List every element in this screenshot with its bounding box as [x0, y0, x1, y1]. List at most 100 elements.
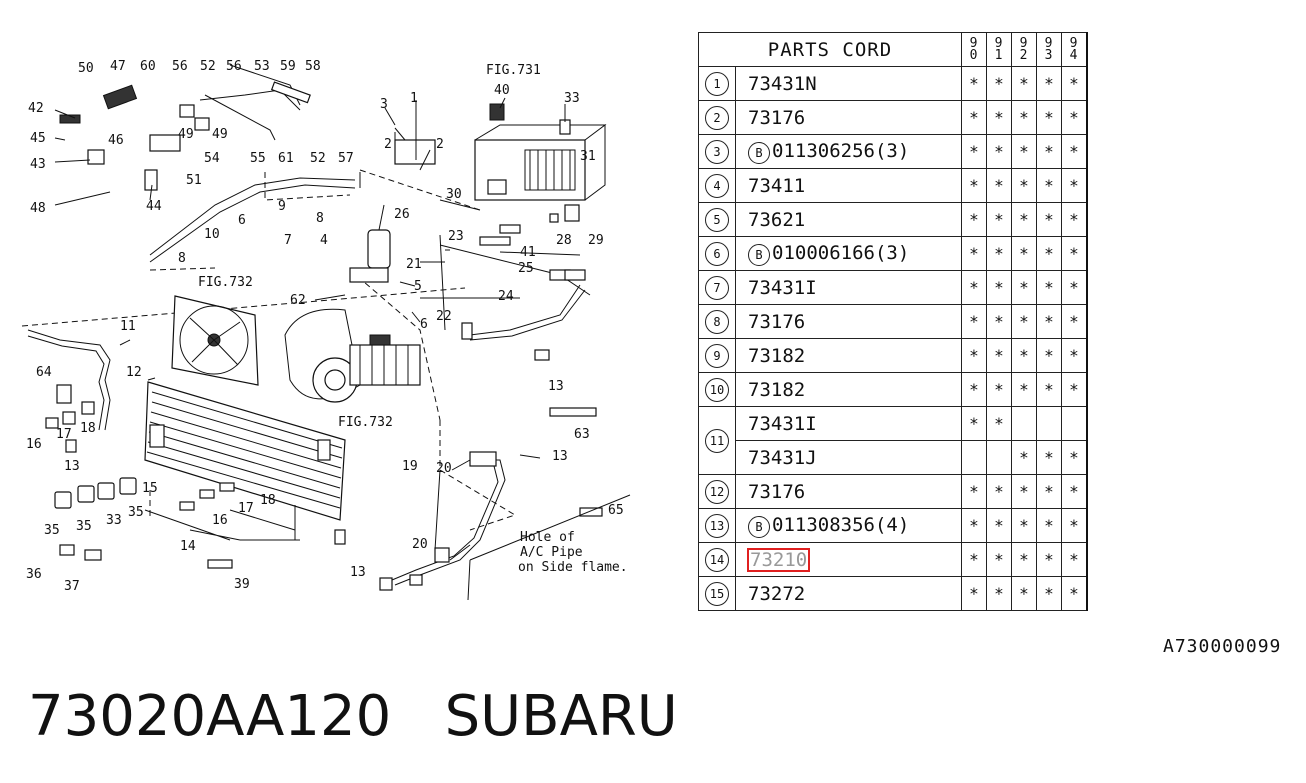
- part-code: 73182: [748, 344, 806, 367]
- highlighted-part-code[interactable]: 73210: [746, 547, 811, 572]
- callout: 13: [552, 449, 568, 464]
- year-mark: *: [1011, 168, 1037, 203]
- year-mark: *: [986, 270, 1012, 305]
- year-mark: [1036, 406, 1062, 441]
- callout: 13: [350, 565, 366, 580]
- part-number: 13: [705, 513, 729, 538]
- callout: 2: [384, 137, 392, 152]
- year-mark: *: [1036, 202, 1062, 237]
- year-mark: [1011, 406, 1037, 441]
- condenser-fan: [171, 295, 259, 386]
- year-mark: *: [1061, 100, 1088, 135]
- year-mark: [961, 440, 987, 475]
- callout: 61: [278, 151, 294, 166]
- year-mark: *: [1011, 134, 1037, 169]
- bolt-prefix-icon: B: [748, 243, 770, 266]
- callout: 7: [284, 233, 292, 248]
- part-code-cell: 73272: [735, 576, 962, 611]
- callout: 24: [498, 289, 514, 304]
- year-mark: *: [1036, 304, 1062, 339]
- page-title: 73020AA120 SUBARU: [28, 684, 678, 749]
- year-mark: *: [961, 66, 987, 101]
- callout: 59: [280, 59, 296, 74]
- callout: 52: [310, 151, 326, 166]
- callout: 31: [580, 149, 596, 164]
- part-code: 73176: [748, 310, 806, 333]
- year-mark: *: [961, 270, 987, 305]
- callout: 43: [30, 157, 46, 172]
- condenser: [144, 381, 346, 521]
- callout: 5: [414, 279, 422, 294]
- part-number-cell: 7: [698, 270, 736, 305]
- part-code: 010006166(3): [772, 241, 910, 264]
- fig-label: FIG.731: [486, 63, 541, 78]
- callout: 51: [186, 173, 202, 188]
- callout: 20: [412, 537, 428, 552]
- year-mark: *: [986, 202, 1012, 237]
- callout: 29: [588, 233, 604, 248]
- callout: 62: [290, 293, 306, 308]
- callout: 36: [26, 567, 42, 582]
- year-mark: *: [961, 474, 987, 509]
- year-mark: *: [1061, 372, 1088, 407]
- callout: 9: [278, 199, 286, 214]
- callout: 6: [420, 317, 428, 332]
- year-mark: *: [1036, 168, 1062, 203]
- part-number: 5: [705, 207, 729, 232]
- year-mark: *: [961, 542, 987, 577]
- part-number-cell: 12: [698, 474, 736, 509]
- header-label: PARTS CORD: [698, 32, 962, 67]
- part-code: 73621: [748, 208, 806, 231]
- year-mark: *: [1011, 372, 1037, 407]
- year-mark: *: [986, 304, 1012, 339]
- callout: 22: [436, 309, 452, 324]
- callout: 55: [250, 151, 266, 166]
- year-mark: *: [961, 304, 987, 339]
- year-mark: *: [986, 134, 1012, 169]
- callout: 16: [26, 437, 42, 452]
- callout: 37: [64, 579, 80, 594]
- year-mark: *: [1036, 542, 1062, 577]
- callout: 63: [574, 427, 590, 442]
- year-mark: *: [1061, 134, 1088, 169]
- callout: 33: [106, 513, 122, 528]
- callout-labels: 50 47 60 56 52 56 53 59 58 42 45 46 49 4…: [26, 59, 624, 594]
- part-code: 73182: [748, 378, 806, 401]
- callout: 23: [448, 229, 464, 244]
- year-mark: *: [961, 406, 987, 441]
- year-mark: *: [1036, 270, 1062, 305]
- part-number: 15: [705, 581, 729, 606]
- callout: 54: [204, 151, 220, 166]
- year-mark: *: [961, 134, 987, 169]
- callout: 35: [44, 523, 60, 538]
- year-mark: *: [1011, 66, 1037, 101]
- part-code-cell: 73182: [735, 338, 962, 373]
- part-number: 7: [705, 275, 729, 300]
- part-number: 10: [705, 377, 729, 402]
- part-number-cell: 11: [698, 406, 736, 475]
- callout: 47: [110, 59, 126, 74]
- year-mark: *: [1061, 168, 1088, 203]
- year-mark: *: [1036, 508, 1062, 543]
- fig-label: FIG.732: [338, 415, 393, 430]
- callout: 30: [446, 187, 462, 202]
- callout: 18: [80, 421, 96, 436]
- year-mark: *: [1061, 338, 1088, 373]
- callout: 49: [212, 127, 228, 142]
- part-code-cell: 73176: [735, 100, 962, 135]
- callout: 49: [178, 127, 194, 142]
- callout: 28: [556, 233, 572, 248]
- callout: 44: [146, 199, 162, 214]
- callout: 8: [178, 251, 186, 266]
- year-mark: *: [1011, 202, 1037, 237]
